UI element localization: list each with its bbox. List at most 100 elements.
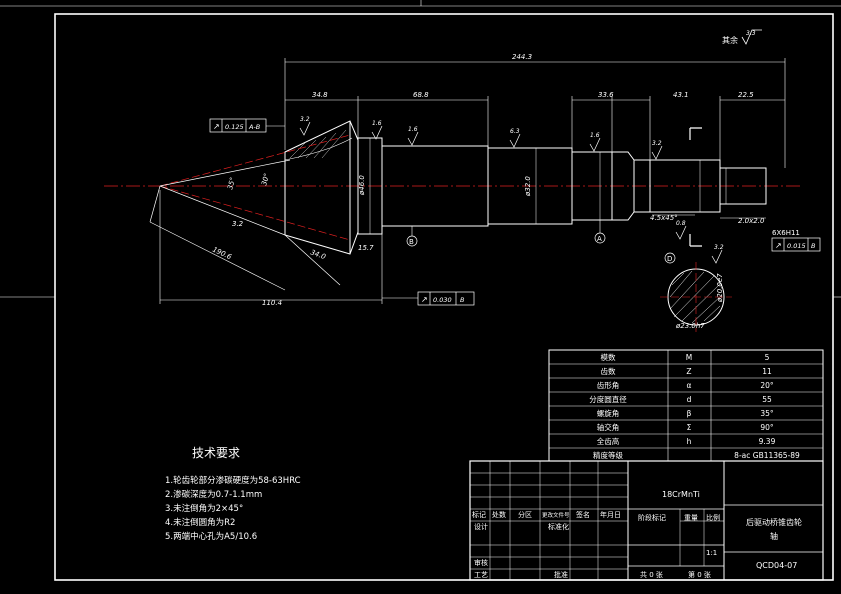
dim-chamfer-end: 2.0x2.0 — [738, 217, 765, 225]
dim-dia-section-c: ø20.0e7 — [716, 273, 724, 303]
svg-text:重量: 重量 — [684, 514, 698, 522]
svg-text:Σ: Σ — [687, 423, 692, 432]
dim-110-4: 110.4 — [262, 299, 282, 307]
cone-lines — [149, 159, 341, 286]
svg-text:9.39: 9.39 — [759, 437, 776, 446]
svg-text:α: α — [687, 381, 692, 390]
general-roughness-text: 其余 — [722, 35, 738, 45]
tech-req-item: 3.未注倒角为2×45° — [165, 503, 243, 514]
runout-icon: ↗ — [213, 122, 220, 131]
roughness-mark: 1.6 — [589, 132, 601, 152]
part-name-line2: 轴 — [770, 531, 778, 541]
svg-text:设计: 设计 — [474, 522, 488, 531]
drawing-code: QCD04-07 — [756, 561, 797, 570]
svg-text:8-ac GB11365-89: 8-ac GB11365-89 — [734, 451, 800, 460]
svg-text:阶段标记: 阶段标记 — [638, 513, 666, 522]
svg-text:A-B: A-B — [248, 123, 261, 131]
svg-text:分区: 分区 — [518, 510, 532, 519]
datum-b-marker: B — [406, 226, 418, 247]
tolerance-frame-bottom: ↗ 0.030 B — [382, 291, 475, 306]
svg-text:螺旋角: 螺旋角 — [597, 408, 620, 418]
datum-markers: B A — [406, 220, 606, 247]
svg-text:齿形角: 齿形角 — [597, 380, 620, 390]
svg-text:0.125: 0.125 — [225, 123, 244, 131]
roughness-mark: 6.3 — [509, 128, 521, 148]
tech-req-item: 4.未注倒圆角为R2 — [165, 517, 235, 528]
title-block: 标记 处数 分区 更改文件号 签名 年月日 设计 标准化 审核 工艺 批准 阶段… — [469, 460, 824, 581]
svg-text:0.8: 0.8 — [676, 220, 686, 227]
dimensions — [149, 58, 786, 304]
svg-text:模数: 模数 — [601, 352, 616, 362]
svg-text:签名: 签名 — [576, 510, 590, 519]
svg-text:20°: 20° — [760, 381, 774, 390]
dim-15-7: 15.7 — [358, 244, 374, 252]
dim-dia-section-b: ø23.0h7 — [675, 322, 705, 330]
gear-hatch — [289, 129, 347, 159]
svg-text:90°: 90° — [760, 423, 774, 432]
svg-text:审核: 审核 — [474, 558, 488, 567]
svg-text:β: β — [687, 409, 692, 418]
svg-text:批准: 批准 — [554, 570, 568, 579]
svg-text:1.6: 1.6 — [590, 132, 600, 139]
tech-req-item: 5.两端中心孔为A5/10.6 — [165, 531, 257, 542]
dim-dia-main: ø32.0 — [524, 176, 532, 197]
dim-22-5: 22.5 — [738, 91, 754, 99]
tech-req-item: 2.渗碳深度为0.7-1.1mm — [165, 489, 262, 500]
roughness-mark: 3.2 — [299, 116, 311, 136]
svg-text:h: h — [687, 437, 692, 446]
svg-text:轴交角: 轴交角 — [597, 422, 620, 432]
svg-text:精度等级: 精度等级 — [593, 450, 623, 460]
svg-text:A: A — [597, 235, 602, 243]
dim-3-2: 3.2 — [232, 220, 244, 228]
roughness-mark: 1.6 — [407, 126, 419, 146]
dim-overall: 244.3 — [512, 53, 532, 61]
svg-text:35°: 35° — [760, 409, 774, 418]
dim-chamfer: 4.5x45° — [650, 214, 678, 222]
svg-text:0.015: 0.015 — [787, 242, 806, 250]
shaft-outline — [284, 120, 767, 255]
svg-text:分度圆直径: 分度圆直径 — [589, 394, 627, 404]
runout-icon: ↗ — [421, 295, 428, 304]
svg-text:55: 55 — [762, 395, 772, 404]
svg-text:共 0 张: 共 0 张 — [640, 570, 663, 579]
part-name: 后驱动桥锥齿轮 — [746, 517, 802, 527]
tech-req-item: 1.轮齿轮部分渗碳硬度为58-63HRC — [165, 475, 301, 486]
datum-a-marker: A — [594, 220, 606, 244]
roughness-mark: 1.6 — [371, 120, 383, 140]
svg-text:B: B — [811, 242, 816, 250]
roughness-marks: 3.2 1.6 1.6 6.3 1.6 3.2 0.8 3.2 — [299, 116, 724, 264]
svg-text:1.6: 1.6 — [408, 126, 418, 133]
dimension-texts: 244.3 34.8 68.8 33.6 43.1 22.5 110.4 190… — [211, 53, 765, 330]
svg-text:3.2: 3.2 — [714, 244, 724, 251]
section-view: D — [660, 127, 732, 332]
dim-angle-2: 30° — [260, 172, 271, 186]
svg-text:3.2: 3.2 — [300, 116, 310, 123]
roughness-mark: 3.2 — [651, 140, 663, 160]
dim-68-8: 68.8 — [413, 91, 429, 99]
dim-dia-bearing: ø46.0 — [358, 175, 366, 196]
svg-text:Z: Z — [686, 367, 691, 376]
svg-text:d: d — [687, 395, 692, 404]
svg-text:B: B — [409, 238, 414, 246]
svg-text:第 0 张: 第 0 张 — [688, 570, 711, 579]
svg-text:3.2: 3.2 — [652, 140, 662, 147]
runout-icon: ↗ — [775, 241, 782, 250]
svg-text:1:1: 1:1 — [706, 549, 717, 557]
spline-label: 6X6H11 — [772, 229, 800, 237]
svg-text:处数: 处数 — [492, 510, 506, 519]
roughness-mark: 3.2 — [711, 244, 724, 264]
tolerance-frame-top: ↗ 0.125 A-B — [209, 118, 285, 133]
svg-text:标记: 标记 — [472, 510, 486, 519]
svg-text:更改文件号: 更改文件号 — [542, 511, 570, 519]
dim-angle-1: 35° — [226, 176, 237, 190]
svg-text:1.6: 1.6 — [372, 120, 382, 127]
tech-requirements: 技术要求 1.轮齿轮部分渗碳硬度为58-63HRC 2.渗碳深度为0.7-1.1… — [165, 446, 301, 542]
svg-text:M: M — [686, 353, 692, 362]
dim-190-6: 190.6 — [211, 246, 233, 262]
svg-text:0.030: 0.030 — [433, 296, 452, 304]
dim-33-6: 33.6 — [598, 91, 614, 99]
general-roughness-value: 3.3 — [746, 30, 756, 37]
drawing-border — [54, 13, 834, 581]
